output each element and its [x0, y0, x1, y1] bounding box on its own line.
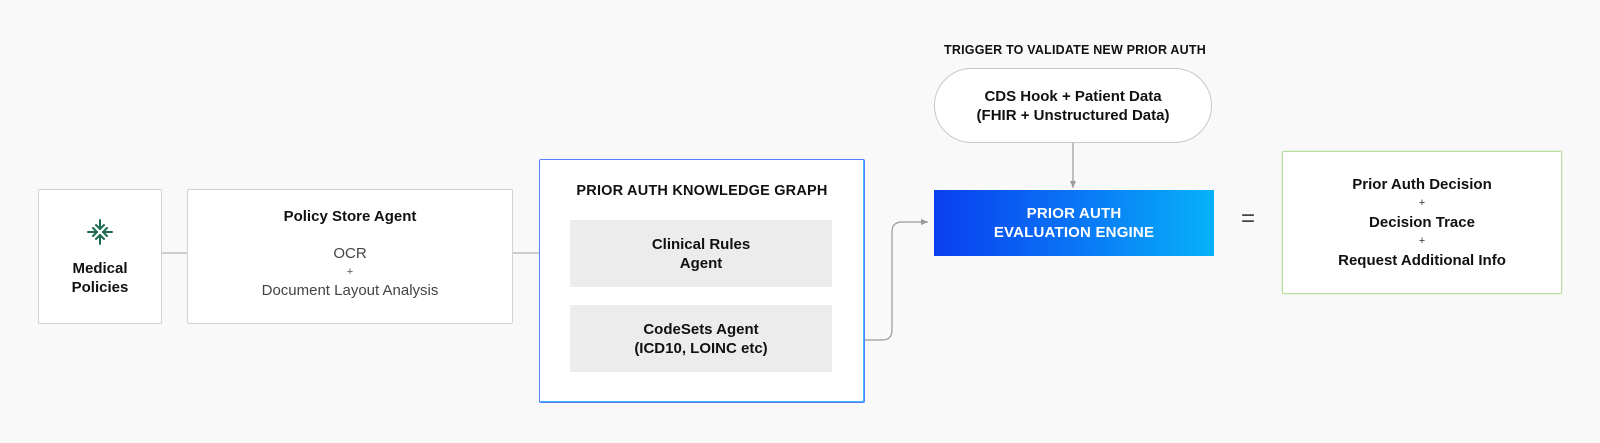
codesets-line2: (ICD10, LOINC etc)	[634, 339, 768, 357]
cds-line1: CDS Hook + Patient Data	[984, 87, 1162, 105]
cds-line2: (FHIR + Unstructured Data)	[976, 106, 1170, 124]
compress-arrows-icon	[87, 218, 113, 245]
policy-store-agent-node: Policy Store Agent OCR + Document Layout…	[187, 189, 513, 324]
policy-store-title: Policy Store Agent	[283, 208, 417, 225]
knowledge-graph-title: PRIOR AUTH KNOWLEDGE GRAPH	[576, 183, 828, 199]
policy-store-ocr: OCR	[333, 245, 367, 262]
engine-line1: PRIOR AUTH	[1026, 205, 1122, 222]
codesets-to-engine-arrow	[831, 219, 928, 341]
cds-hook-node: CDS Hook + Patient Data (FHIR + Unstruct…	[934, 68, 1212, 143]
policy-store-plus: +	[346, 266, 354, 278]
clinical-line1: Clinical Rules	[651, 235, 751, 253]
medical-policies-node: Medical Policies	[38, 189, 162, 324]
codesets-line1: CodeSets Agent	[643, 320, 759, 338]
decision-line1: Prior Auth Decision	[1352, 176, 1492, 193]
clinical-line2: Agent	[679, 254, 723, 272]
policy-store-layout-analysis: Document Layout Analysis	[261, 282, 439, 299]
engine-line2: EVALUATION ENGINE	[993, 224, 1155, 241]
clinical-rules-agent-node: Clinical Rules Agent	[570, 220, 832, 287]
decision-line2: Decision Trace	[1369, 214, 1475, 231]
trigger-label: TRIGGER TO VALIDATE NEW PRIOR AUTH	[944, 43, 1206, 57]
medical-label-line2: Policies	[71, 278, 129, 296]
equals-sign: =	[1240, 205, 1255, 232]
evaluation-engine-node: PRIOR AUTH EVALUATION ENGINE	[934, 190, 1214, 256]
knowledge-graph-container: PRIOR AUTH KNOWLEDGE GRAPH Clinical Rule…	[539, 159, 865, 403]
decision-plus2: +	[1418, 235, 1426, 247]
codesets-agent-node: CodeSets Agent (ICD10, LOINC etc)	[570, 305, 832, 372]
decision-line3: Request Additional Info	[1338, 252, 1506, 269]
decision-plus1: +	[1418, 197, 1426, 209]
medical-label-line1: Medical	[72, 259, 128, 277]
decision-output-node: Prior Auth Decision + Decision Trace + R…	[1282, 151, 1562, 294]
